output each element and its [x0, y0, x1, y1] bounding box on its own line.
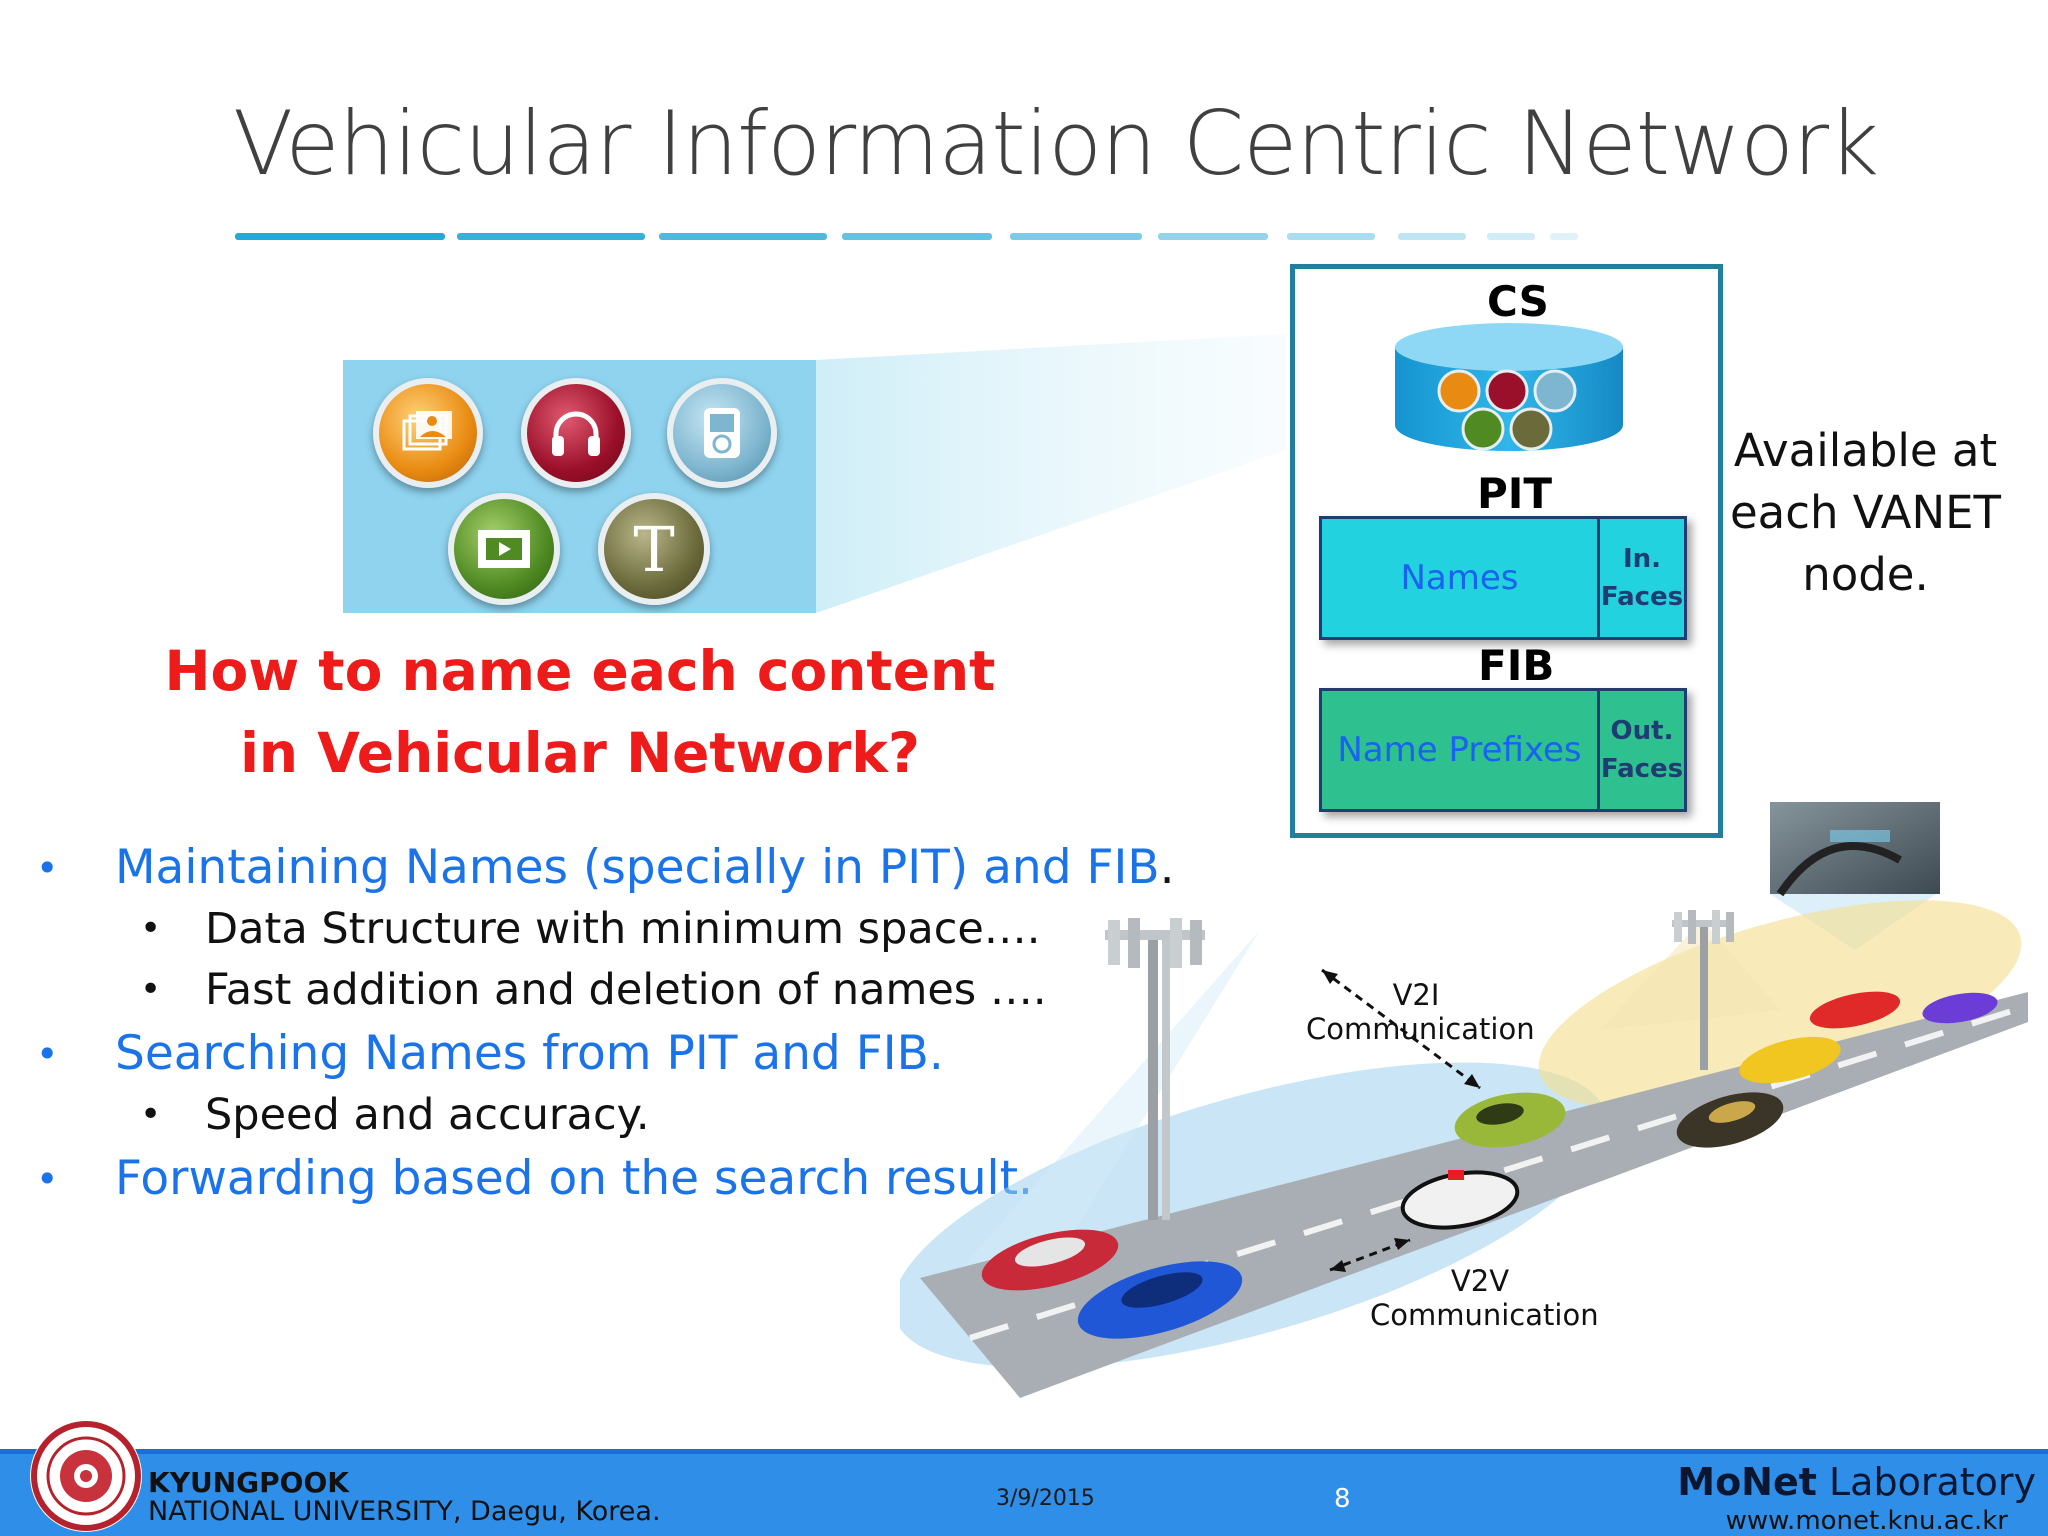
- cell-tower-right: [1672, 910, 1734, 1070]
- headphones-icon: [521, 378, 631, 488]
- v2v-label-line-2: Communication: [1370, 1298, 1599, 1332]
- footer-university-location: NATIONAL UNIVERSITY, Daegu, Korea.: [148, 1496, 661, 1527]
- v2i-arrow: [1321, 968, 1481, 1090]
- bullet-text: Fast addition and deletion of names ….: [205, 965, 1047, 1015]
- availability-line-2: each VANET: [1729, 486, 2002, 539]
- bullet-glyph: •: [36, 846, 59, 890]
- video-icon: [448, 493, 560, 605]
- pit-faces-line-2: Faces: [1600, 582, 1684, 612]
- bullet-item: • Forwarding based on the search result.: [0, 1151, 1120, 1215]
- car-police: [1400, 1170, 1520, 1230]
- bullet-item: • Maintaining Names (specially in PIT) a…: [0, 840, 1175, 904]
- lab-name-bold: MoNet: [1677, 1460, 1817, 1504]
- bullet-text: Maintaining Names (specially in PIT) and…: [115, 840, 1160, 895]
- cell-tower-left: [1105, 918, 1205, 1220]
- v2v-label-line-1: V2V: [1450, 1264, 1510, 1298]
- question-line-2: in Vehicular Network?: [240, 721, 920, 785]
- university-seal-logo: [30, 1420, 142, 1532]
- car-dark: [1676, 1092, 1784, 1148]
- bullet-glyph: •: [140, 1094, 162, 1135]
- fib-label: FIB: [1478, 641, 1555, 690]
- text-icon: T: [598, 493, 710, 605]
- pit-label: PIT: [1477, 469, 1553, 518]
- rsu-coverage-right: [1538, 900, 2022, 1110]
- footer-page-number: 8: [1334, 1484, 1351, 1514]
- pit-faces-line-1: In.: [1622, 544, 1662, 574]
- footer-lab-name: MoNet Laboratory: [1677, 1460, 2036, 1504]
- fib-prefix-cell: Name Prefixes: [1322, 691, 1600, 809]
- fib-faces-line-2: Faces: [1600, 754, 1684, 784]
- bullet-glyph: •: [36, 1157, 59, 1201]
- icn-node-tables: CS PIT Names In. Faces FIB Name Prefixes…: [1290, 264, 1723, 838]
- v2v-label: V2V Communication: [1370, 1264, 1599, 1332]
- footer-university-name: KYUNGPOOK: [148, 1466, 349, 1499]
- sub-bullet-item: • Data Structure with minimum space….: [0, 904, 1120, 965]
- content-store-cylinder: [1395, 323, 1623, 451]
- slide-title: Vehicular Information Centric Network: [233, 92, 1879, 195]
- fib-faces-cell: Out. Faces: [1600, 691, 1684, 809]
- availability-note: Available at each VANET node.: [1718, 420, 2013, 606]
- media-player-icon: [667, 378, 777, 488]
- bullet-glyph: •: [140, 908, 162, 949]
- availability-line-1: Available at: [1733, 424, 1998, 477]
- bullet-glyph: •: [140, 969, 162, 1010]
- car-yellow: [1739, 1036, 1841, 1084]
- car-blue: [1077, 1261, 1243, 1339]
- car-green: [1454, 1092, 1566, 1148]
- fib-faces-line-1: Out.: [1610, 716, 1674, 746]
- availability-line-3: node.: [1802, 548, 1929, 601]
- sub-bullet-item: • Speed and accuracy.: [0, 1090, 1120, 1151]
- bullet-text: Speed and accuracy.: [205, 1090, 650, 1140]
- bullet-text: Forwarding based on the search result.: [115, 1151, 1033, 1206]
- sub-bullet-item: • Fast addition and deletion of names ….: [0, 965, 1120, 1026]
- footer-url: www.monet.knu.ac.kr: [1725, 1506, 2008, 1536]
- content-types-panel: T: [343, 360, 816, 613]
- lab-name-rest: Laboratory: [1816, 1460, 2036, 1504]
- v2i-label-line-1: V2I: [1392, 978, 1440, 1012]
- question-line-1: How to name each content: [164, 639, 996, 703]
- car-red-left: [981, 1229, 1119, 1291]
- footer-date: 3/9/2015: [996, 1486, 1095, 1511]
- v2i-label-line-2: Communication: [1306, 1012, 1535, 1046]
- pit-names-cell: Names: [1322, 519, 1600, 637]
- zoom-beam: [816, 334, 1286, 613]
- car-red-right: [1809, 991, 1901, 1029]
- bullet-glyph: •: [36, 1032, 59, 1076]
- bullet-trail: .: [1159, 840, 1175, 895]
- gallery-icon: [373, 378, 483, 488]
- naming-question: How to name each content in Vehicular Ne…: [150, 630, 1010, 794]
- vanet-scene-illustration: [900, 802, 2029, 1398]
- footer-bar: [0, 1449, 2048, 1536]
- bullet-list: • Maintaining Names (specially in PIT) a…: [0, 840, 1175, 1215]
- fib-table: Name Prefixes Out. Faces: [1319, 688, 1687, 812]
- cs-label: CS: [1487, 277, 1549, 326]
- pit-table: Names In. Faces: [1319, 516, 1687, 640]
- pit-faces-cell: In. Faces: [1600, 519, 1684, 637]
- bullet-item: • Searching Names from PIT and FIB.: [0, 1026, 1120, 1090]
- bullet-text: Searching Names from PIT and FIB.: [115, 1026, 944, 1081]
- bullet-text: Data Structure with minimum space….: [205, 904, 1041, 954]
- car-purple: [1922, 992, 1998, 1024]
- v2i-label: V2I Communication: [1306, 978, 1535, 1046]
